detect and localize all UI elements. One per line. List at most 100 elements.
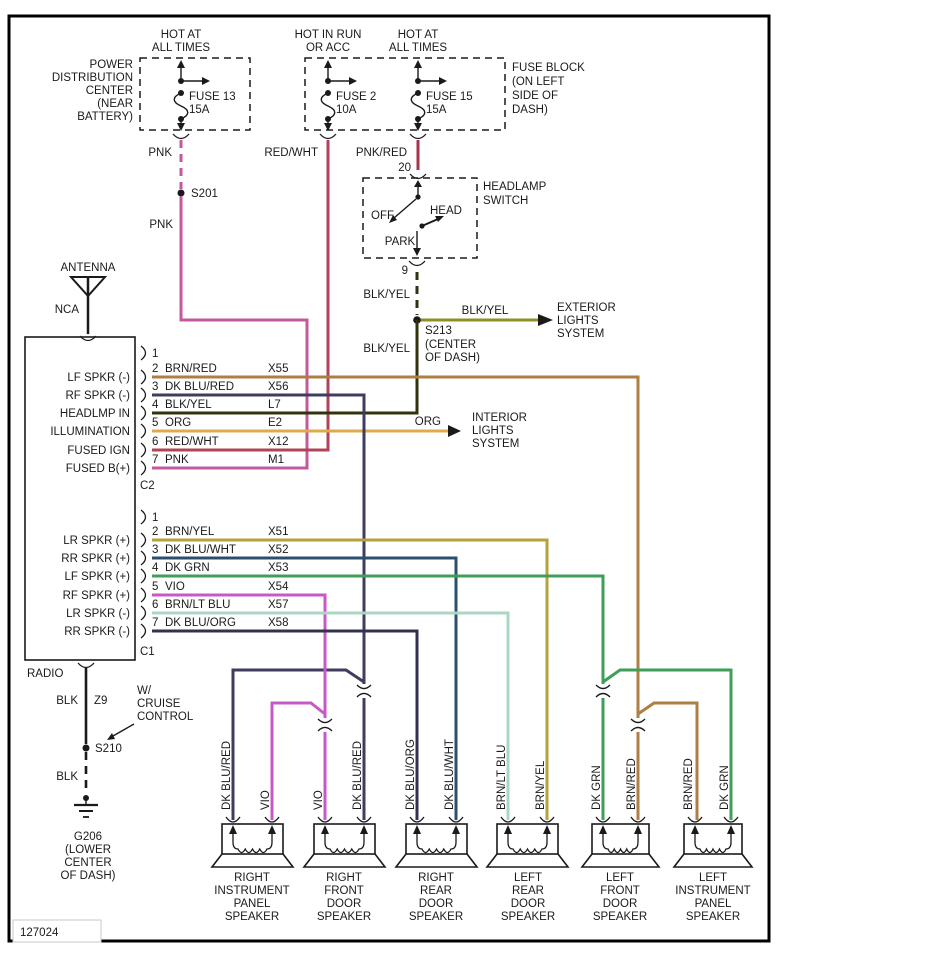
speaker-name: PANEL xyxy=(695,898,732,910)
terminal-arcs xyxy=(687,816,739,823)
pdc-box xyxy=(139,57,251,131)
fuse-squiggle xyxy=(320,92,336,120)
speaker-name: FRONT xyxy=(600,885,640,897)
fuse-block-box xyxy=(304,57,506,131)
speaker-box xyxy=(221,823,284,855)
wire-dk-blu-red xyxy=(152,393,366,684)
arrow-up-icon xyxy=(324,60,332,68)
headlamp-switch-name: SWITCH xyxy=(483,195,528,207)
pin-code: X56 xyxy=(268,381,288,393)
speaker-coil xyxy=(232,830,273,854)
speaker-name: DOOR xyxy=(511,898,546,910)
switch-wiper-off xyxy=(393,198,417,219)
speaker-base xyxy=(394,853,479,868)
connector-arc xyxy=(77,662,95,669)
pin-arc xyxy=(140,623,147,639)
arrowhead xyxy=(435,216,444,222)
wire-brn-lt-blu xyxy=(152,611,510,820)
cruise-note: W/ xyxy=(137,685,152,697)
speaker-left-instrument-panel: LEFT INSTRUMENT PANEL SPEAKER xyxy=(672,816,754,923)
speaker-right-instrument-panel: RIGHT INSTRUMENT PANEL SPEAKER xyxy=(210,816,295,923)
wire-label-vertical: DK BLU/RED xyxy=(352,741,364,810)
pin-arc xyxy=(140,605,147,621)
radio-label: RADIO xyxy=(27,668,63,680)
speaker-base xyxy=(210,853,295,868)
fuse-rating: 10A xyxy=(336,104,357,116)
pin-code: X51 xyxy=(268,526,288,538)
speaker-name: DOOR xyxy=(603,898,638,910)
speaker-name: SPEAKER xyxy=(317,911,371,923)
radio-connector-c1: 1 2 BRN/YEL X51 LR SPKR (+) 3 DK BLU/WHT… xyxy=(61,509,289,658)
exterior-lights-label: LIGHTS xyxy=(557,315,599,327)
pin-arc xyxy=(140,509,147,525)
wire-label-org: ORG xyxy=(415,416,441,428)
arrow-down-icon xyxy=(324,123,332,131)
pin-number: 5 xyxy=(152,417,158,429)
switch-position-off: OFF xyxy=(371,210,394,222)
fuse-name: FUSE 15 xyxy=(426,91,473,103)
fuse-block-name: SIDE OF xyxy=(512,90,558,102)
pin-wire: BLK/YEL xyxy=(165,399,212,411)
antenna-label: ANTENNA xyxy=(61,262,116,274)
speaker-name: LEFT xyxy=(606,872,634,884)
connector-arc xyxy=(408,260,426,267)
arrow-right-icon xyxy=(349,77,357,85)
pin-code: M1 xyxy=(268,454,284,466)
pin-number: 6 xyxy=(152,436,158,448)
pin-arc xyxy=(140,369,147,385)
fuse-block: HOT IN RUN OR ACC HOT AT ALL TIMES FUSE … xyxy=(264,29,585,159)
speaker-name: REAR xyxy=(420,885,452,897)
splice-s210-dot xyxy=(82,744,90,752)
speaker-name: REAR xyxy=(512,885,544,897)
switch-position-park: PARK xyxy=(385,236,416,248)
hot-label: HOT IN RUN xyxy=(295,29,362,41)
speaker-right-rear-door: RIGHT REAR DOOR SPEAKER xyxy=(394,816,479,923)
pin-code: E2 xyxy=(268,417,282,429)
speaker-base xyxy=(672,853,754,868)
connector-arc xyxy=(172,133,190,140)
wire-label-nca: NCA xyxy=(55,304,80,316)
pin-arc xyxy=(140,423,147,439)
fuse-block-name: FUSE BLOCK xyxy=(512,62,585,74)
wire-label-blk-yel: BLK/YEL xyxy=(462,305,509,317)
pin-number: 4 xyxy=(152,562,159,574)
arrow-up-icon xyxy=(177,60,185,68)
pin-arc xyxy=(140,460,147,476)
connector-label-c2: C2 xyxy=(140,480,155,492)
wire-dk-blu-red-branch xyxy=(231,668,365,820)
wire-label-vertical: DK BLU/WHT xyxy=(444,739,456,810)
terminal-arcs xyxy=(409,816,464,823)
terminal-arcs xyxy=(225,816,280,823)
speaker-left-front-door: LEFT FRONT DOOR SPEAKER xyxy=(580,816,661,923)
wire-label-pnk-red: PNK/RED xyxy=(356,147,407,159)
interior-lights-label: INTERIOR xyxy=(472,412,527,424)
hot-label: ALL TIMES xyxy=(389,42,447,54)
splice-s201-dot xyxy=(177,189,185,197)
speaker-box xyxy=(591,823,650,855)
pin-function: RR SPKR (+) xyxy=(61,553,130,565)
wire-label-pnk: PNK xyxy=(149,219,173,231)
pin-number: 1 xyxy=(152,348,158,360)
pin-wire: BRN/LT BLU xyxy=(165,599,230,611)
ground-path: BLK Z9 W/ CRUISE CONTROL S210 BLK G206 (… xyxy=(56,662,194,882)
arrowhead xyxy=(107,733,115,740)
fuse-squiggle xyxy=(410,92,426,120)
pin-arc xyxy=(140,532,147,548)
speaker-right-front-door: RIGHT FRONT DOOR SPEAKER xyxy=(302,816,387,923)
interior-lights: ORG INTERIOR LIGHTS SYSTEM xyxy=(415,412,527,450)
arrow-down-icon xyxy=(414,123,422,131)
speaker-name: SPEAKER xyxy=(686,911,740,923)
interior-lights-label: LIGHTS xyxy=(472,425,514,437)
pin-code: X54 xyxy=(268,581,289,593)
pdc-name: POWER xyxy=(90,59,133,71)
hot-label: OR ACC xyxy=(306,42,350,54)
speaker-name: RIGHT xyxy=(326,872,362,884)
diagram-frame xyxy=(7,14,771,943)
fuse-2-symbol: FUSE 2 10A xyxy=(320,60,376,131)
pdc-name: CENTER xyxy=(86,85,133,97)
arrow-right-icon xyxy=(439,77,447,85)
radio-box xyxy=(24,336,136,661)
pin-number: 7 xyxy=(152,454,158,466)
wire-brn-red-branch xyxy=(637,701,699,820)
wire-label-blk: BLK xyxy=(56,771,78,783)
